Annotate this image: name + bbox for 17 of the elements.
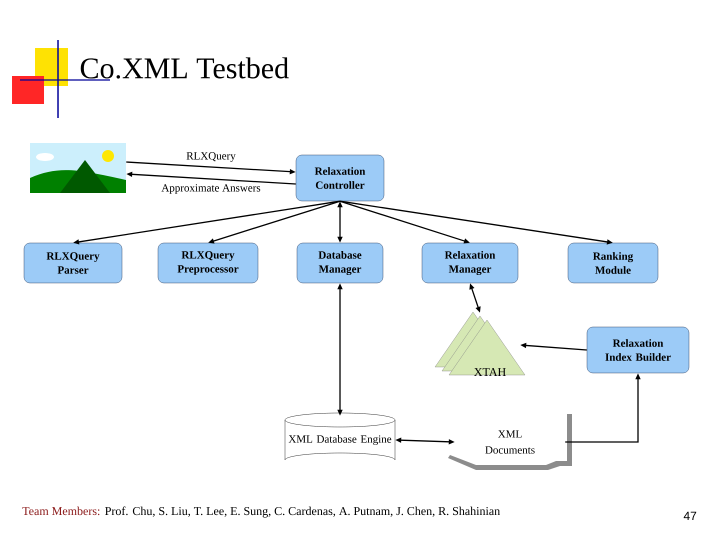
module-box: RLXQuery Preprocessor <box>158 242 258 284</box>
module-box: Relaxation Index Builder <box>586 326 690 374</box>
edge-label: Approximate Answers <box>161 184 260 194</box>
team-label: Team Members: <box>22 506 100 516</box>
title: Co.XML Testbed <box>80 57 289 79</box>
module-box: RLXQuery Parser <box>24 242 122 284</box>
tree-stack: XTAH <box>434 312 526 376</box>
document-stack: XML Documents <box>448 414 572 470</box>
page-number: 47 <box>684 512 696 520</box>
module-box: Relaxation Manager <box>422 242 518 284</box>
edge-label: RLXQuery <box>186 152 236 162</box>
controller-box: Relaxation Controller <box>296 154 384 202</box>
member-names: Prof. Chu, S. Liu, T. Lee, E. Sung, C. Cardenas, A. Putnam, J. Chen, R. Shahinian <box>105 506 500 518</box>
module-box: Ranking Module <box>568 242 658 284</box>
picture <box>30 143 126 193</box>
module-box: Database Manager <box>296 242 384 284</box>
database-cylinder: XML Database Engine <box>284 412 396 460</box>
